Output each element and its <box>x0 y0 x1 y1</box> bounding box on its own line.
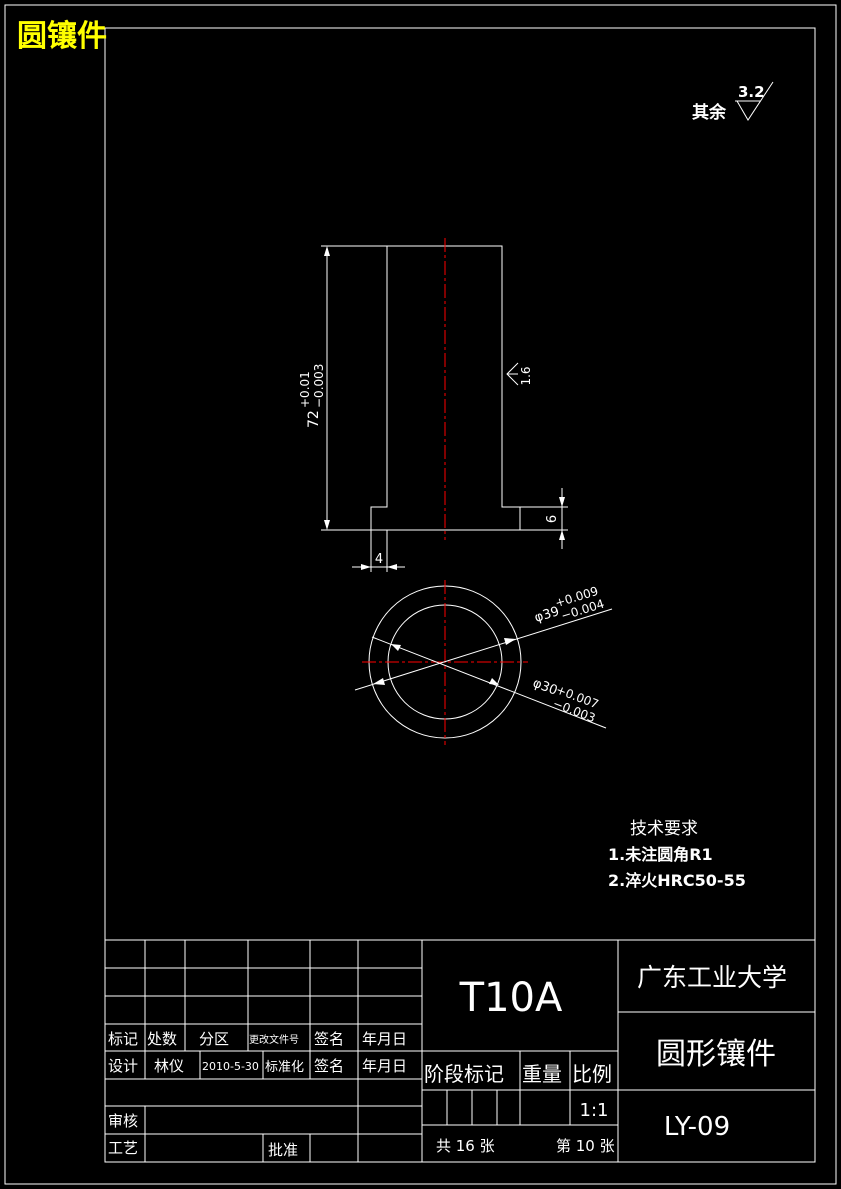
front-view <box>321 238 568 572</box>
tb-sheets-total: 共 16 张 <box>436 1137 495 1155</box>
drawing-title: 圆镶件 <box>17 19 107 54</box>
requirement-item: 1.未注圆角R1 <box>608 845 713 864</box>
length-value: 72 <box>306 410 322 428</box>
tb-label-date: 年月日 <box>362 1030 407 1048</box>
inner-border <box>104 27 816 1163</box>
requirement-item: 2.淬火HRC50-55 <box>608 871 746 890</box>
roughness-value: 3.2 <box>738 83 765 101</box>
tb-standard-label: 标准化 <box>265 1060 304 1075</box>
tb-stage-label: 阶段标记 <box>424 1062 504 1086</box>
length-lower: −0.003 <box>312 364 326 408</box>
tb-label-mark: 标记 <box>108 1030 138 1048</box>
tb-sign-label: 签名 <box>314 1057 344 1075</box>
tb-review-label: 审核 <box>108 1112 138 1130</box>
tb-sheet-no: 第 10 张 <box>556 1137 615 1155</box>
tb-design-date: 2010-5-30 <box>202 1060 259 1073</box>
tb-school: 广东工业大学 <box>637 963 787 992</box>
inner-diameter-dimension: φ30 +0.007 −0.003 <box>531 676 601 726</box>
tb-weight-label: 重量 <box>522 1062 562 1086</box>
length-upper: +0.01 <box>298 371 312 408</box>
tb-scale: 1:1 <box>580 1100 609 1121</box>
tb-material: T10A <box>459 975 563 1021</box>
flange-height-value: 6 <box>545 515 560 523</box>
outer-diameter-dimension: φ39 +0.009 −0.004 <box>533 584 606 626</box>
flange-width-value: 4 <box>375 552 383 567</box>
technical-requirements: 技术要求 1.未注圆角R1 2.淬火HRC50-55 <box>608 819 746 890</box>
requirements-heading: 技术要求 <box>630 819 698 839</box>
top-view <box>354 580 613 745</box>
tb-approve-label: 批准 <box>268 1141 298 1159</box>
face-roughness-value: 1.6 <box>519 366 533 385</box>
tb-label-count: 处数 <box>147 1030 177 1048</box>
roughness-symbol: 其余 3.2 <box>692 81 774 123</box>
roughness-label: 其余 <box>692 102 727 123</box>
tb-design-label: 设计 <box>108 1057 138 1075</box>
outer-dia-value: φ39 <box>533 604 561 626</box>
tb-process-label: 工艺 <box>108 1139 138 1157</box>
tb-label-zone: 分区 <box>199 1030 229 1048</box>
tb-part-name: 圆形镶件 <box>656 1037 776 1072</box>
tb-date-label: 年月日 <box>362 1057 407 1075</box>
length-dimension: 72 +0.01 −0.003 <box>298 364 326 428</box>
outer-border <box>4 4 837 1185</box>
tb-label-sign: 签名 <box>314 1030 344 1048</box>
title-block <box>105 939 815 1162</box>
tb-designer: 林仪 <box>154 1057 184 1075</box>
tb-label-change-doc: 更改文件号 <box>249 1033 299 1046</box>
tb-scale-label: 比例 <box>572 1062 612 1086</box>
tb-drawing-no: LY-09 <box>664 1112 730 1142</box>
